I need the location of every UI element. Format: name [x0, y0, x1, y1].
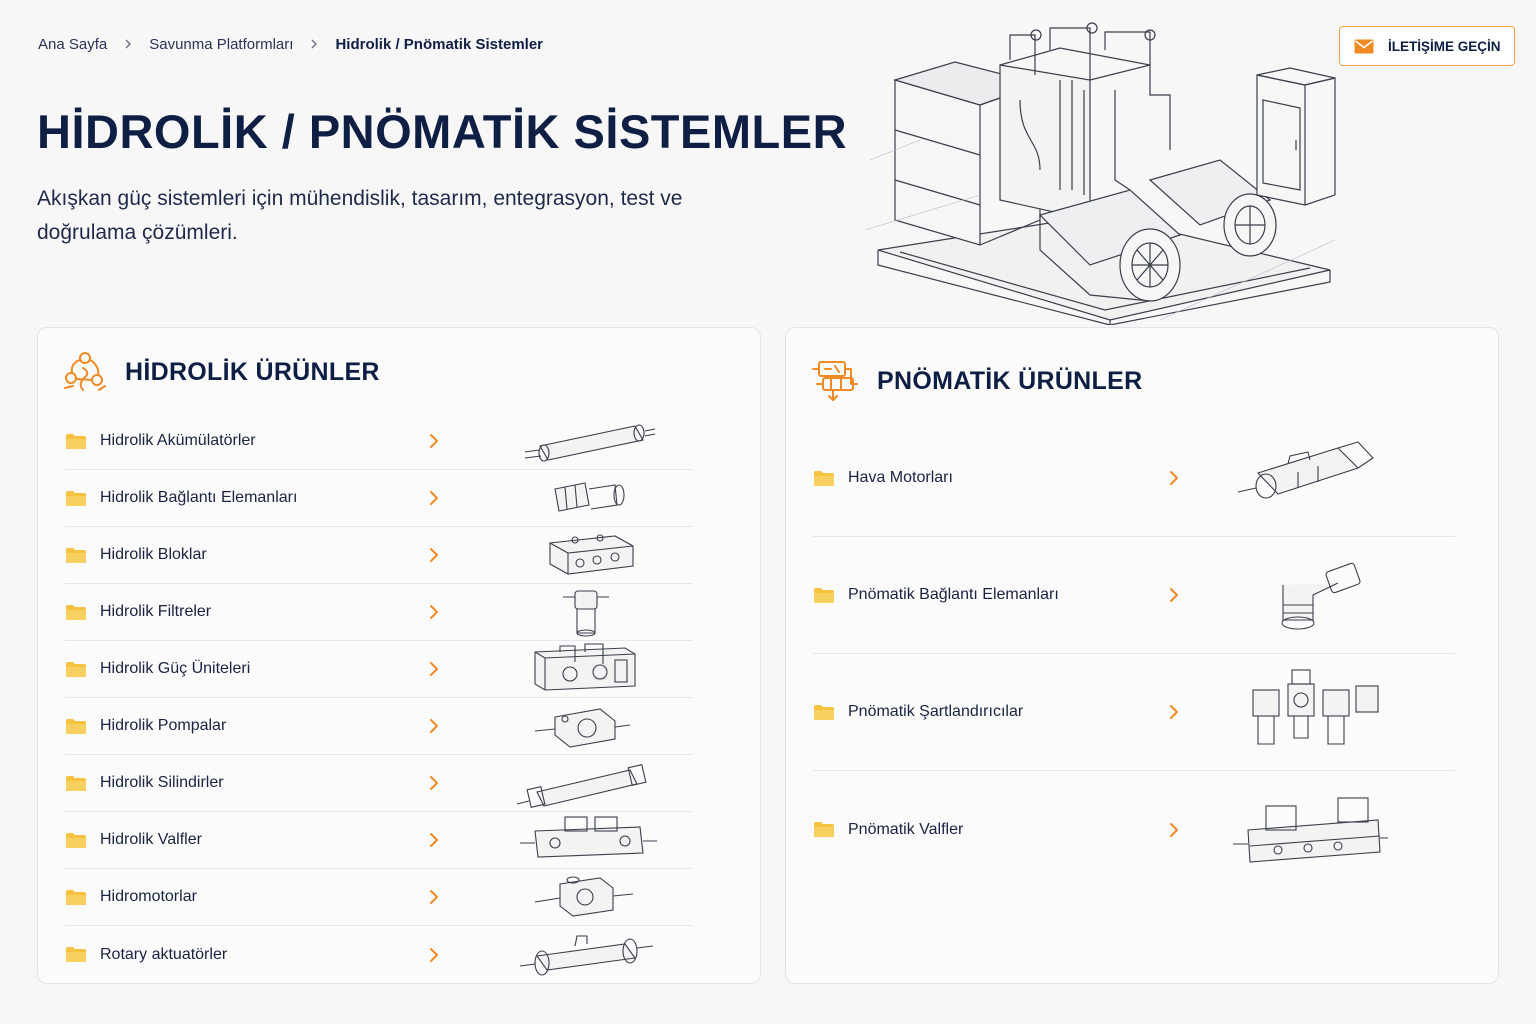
hydraulic-item-accumulator[interactable]: Hidrolik Akümülatörler: [65, 413, 692, 470]
hydraulic-item-block[interactable]: Hidrolik Bloklar: [65, 527, 692, 584]
pneumatic-product-list: Hava Motorları Pnömatik Bağlantı Elemanl…: [813, 420, 1455, 888]
item-label: Hava Motorları: [848, 469, 953, 486]
item-label: Hidrolik Filtreler: [100, 603, 212, 620]
item-label: Hidrolik Bağlantı Elemanları: [100, 489, 298, 506]
pneumatic-item-frl-unit[interactable]: Pnömatik Şartlandırıcılar: [813, 654, 1455, 771]
chevron-right-icon: [1170, 705, 1178, 719]
fitting-thumbnail: [554, 482, 625, 512]
mail-icon: [1354, 39, 1374, 53]
hydraulic-products-card: HİDROLİK ÜRÜNLER Hidrolik Akümülatörler …: [37, 327, 761, 984]
hydraulic-item-valve[interactable]: Hidrolik Valfler: [65, 812, 692, 869]
pneumatic-item-elbow-fitting[interactable]: Pnömatik Bağlantı Elemanları: [813, 537, 1455, 654]
rotary-thumbnail: [519, 934, 654, 976]
folder-icon: [66, 775, 86, 791]
hydraulic-item-cylinder[interactable]: Hidrolik Silindirler: [65, 755, 692, 812]
solenoid-valve-thumbnail: [1233, 796, 1388, 863]
power-unit-thumbnail: [534, 643, 636, 691]
contact-button[interactable]: İLETİŞİME GEÇİN: [1339, 26, 1515, 66]
item-label: Hidrolik Güç Üniteleri: [100, 660, 251, 677]
breadcrumb-parent[interactable]: Savunma Platformları: [149, 35, 294, 53]
folder-icon: [66, 490, 86, 506]
folder-icon: [66, 433, 86, 449]
hydraulic-item-power-unit[interactable]: Hidrolik Güç Üniteleri: [65, 641, 692, 698]
pneumatic-item-solenoid-valve[interactable]: Pnömatik Valfler: [813, 771, 1455, 888]
folder-icon: [66, 889, 86, 905]
pneumatic-card-title: PNÖMATİK ÜRÜNLER: [877, 366, 1143, 395]
contact-button-label: İLETİŞİME GEÇİN: [1388, 38, 1501, 54]
chevron-right-icon: [430, 548, 438, 562]
folder-icon: [66, 947, 86, 962]
filter-thumbnail: [563, 590, 609, 637]
hydraulic-item-fitting[interactable]: Hidrolik Bağlantı Elemanları: [65, 470, 692, 527]
chevron-right-icon: [309, 34, 319, 54]
item-label: Pnömatik Bağlantı Elemanları: [848, 586, 1059, 603]
chevron-right-icon: [430, 833, 438, 847]
hydraulic-item-filter[interactable]: Hidrolik Filtreler: [65, 584, 692, 641]
frl-unit-thumbnail: [1252, 669, 1379, 745]
item-label: Rotary aktuatörler: [100, 945, 228, 963]
page-subtitle: Akışkan güç sistemleri için mühendislik,…: [37, 187, 683, 244]
hydraulic-card-header: HİDROLİK ÜRÜNLER: [63, 350, 380, 394]
item-label: Hidrolik Pompalar: [100, 717, 227, 734]
chevron-right-icon: [430, 890, 438, 904]
item-label: Hidrolik Valfler: [100, 831, 202, 848]
breadcrumb-current: Hidrolik / Pnömatik Sistemler: [335, 35, 544, 53]
item-label: Pnömatik Şartlandırıcılar: [848, 703, 1024, 720]
motor-thumbnail: [534, 876, 634, 917]
accumulator-thumbnail: [524, 424, 656, 462]
hydraulic-item-pump[interactable]: Hidrolik Pompalar: [65, 698, 692, 755]
elbow-fitting-thumbnail: [1281, 562, 1361, 630]
pump-thumbnail: [534, 708, 631, 748]
chevron-right-icon: [123, 34, 133, 54]
air-motor-thumbnail: [1237, 441, 1374, 499]
chevron-right-icon: [430, 434, 438, 448]
chevron-right-icon: [430, 719, 438, 733]
chevron-right-icon: [430, 491, 438, 505]
cylinder-thumbnail: [516, 763, 647, 809]
breadcrumb-home[interactable]: Ana Sayfa: [38, 35, 108, 53]
page-title: HİDROLİK / PNÖMATİK SİSTEMLER: [37, 105, 848, 158]
chevron-right-icon: [1170, 588, 1178, 602]
chevron-right-icon: [430, 605, 438, 619]
folder-icon: [66, 661, 86, 677]
item-label: Pnömatik Valfler: [848, 820, 964, 838]
pneumatic-card-header: PNÖMATİK ÜRÜNLER: [811, 358, 1142, 404]
hydraulic-network-icon: [64, 352, 106, 391]
folder-icon: [66, 547, 86, 563]
folder-icon: [66, 832, 86, 848]
item-label: Hidrolik Bloklar: [100, 546, 207, 563]
pneumatic-circuit-icon: [812, 361, 858, 401]
hydraulic-item-rotary[interactable]: Rotary aktuatörler: [65, 926, 692, 983]
chevron-right-icon: [430, 776, 438, 790]
folder-icon: [814, 822, 834, 837]
breadcrumb: Ana Sayfa Savunma Platformları Hidrolik …: [38, 34, 543, 54]
chevron-right-icon: [1170, 822, 1178, 837]
item-label: Hidrolik Silindirler: [100, 774, 224, 791]
folder-icon: [814, 587, 834, 603]
folder-icon: [814, 704, 834, 720]
block-thumbnail: [549, 534, 634, 575]
hydraulic-card-title: HİDROLİK ÜRÜNLER: [125, 357, 380, 386]
chevron-right-icon: [430, 947, 438, 962]
folder-icon: [814, 470, 834, 486]
folder-icon: [66, 604, 86, 620]
hydraulic-power-unit-illustration: [864, 22, 1336, 325]
hydraulic-item-motor[interactable]: Hidromotorlar: [65, 869, 692, 926]
item-label: Hidromotorlar: [100, 888, 197, 905]
chevron-right-icon: [430, 662, 438, 676]
pneumatic-products-card: PNÖMATİK ÜRÜNLER Hava Motorları Pnömatik…: [785, 327, 1499, 984]
chevron-right-icon: [1170, 471, 1178, 485]
folder-icon: [66, 718, 86, 734]
item-label: Hidrolik Akümülatörler: [100, 432, 256, 449]
hydraulic-product-list: Hidrolik Akümülatörler Hidrolik Bağlantı…: [65, 413, 692, 983]
valve-thumbnail: [520, 816, 657, 858]
pneumatic-item-air-motor[interactable]: Hava Motorları: [813, 420, 1455, 537]
